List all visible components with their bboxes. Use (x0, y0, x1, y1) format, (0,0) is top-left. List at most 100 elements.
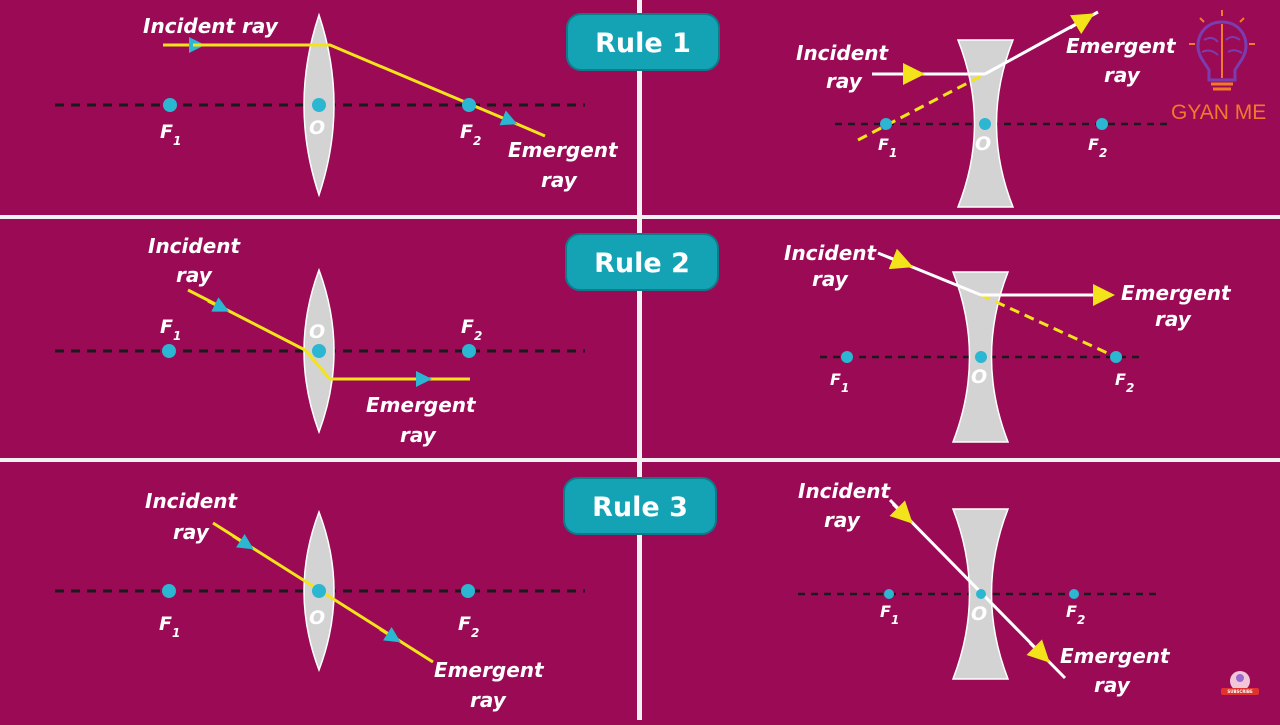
emergent-label: Emergent (1121, 281, 1232, 305)
focus-point-f2 (1110, 351, 1122, 363)
focus-point-f2 (462, 344, 476, 358)
focus-point-f2 (462, 98, 476, 112)
emergent-ray-arrow (1069, 13, 1095, 35)
focus-subscript: 1 (173, 134, 181, 148)
rule1-convex-diagram: Incident ray F 1 O F 2 Emergent ray (55, 12, 619, 198)
rule-3-badge: Rule 3 (563, 477, 717, 535)
focus-label-f: F (878, 135, 889, 154)
ray-label: ray (541, 168, 578, 192)
focus-label-f: F (1115, 370, 1126, 389)
optical-centre-label: O (975, 133, 991, 155)
emergent-ray-arrow (379, 626, 401, 643)
emergent-ray-arrow (1026, 639, 1050, 663)
focus-subscript: 1 (891, 613, 899, 627)
optical-centre-point (975, 351, 987, 363)
focus-point-f2 (1096, 118, 1108, 130)
focus-point-f1 (884, 589, 894, 599)
rule3-concave-diagram: Incident ray F 1 O F 2 Emergent ray (798, 479, 1171, 697)
avatar-bulb-icon (1236, 674, 1244, 682)
ray-label: ray (176, 263, 213, 287)
focus-label-f: F (458, 613, 471, 635)
focus-point-f1 (163, 98, 177, 112)
virtual-ray-extension (857, 72, 986, 142)
brand-name: GYAN ME (1171, 101, 1266, 124)
rule2-convex-diagram: Incident ray F 1 O F 2 Emergent ray (55, 234, 585, 447)
incident-ray-arrow (232, 533, 254, 550)
emergent-label: Emergent (366, 393, 477, 417)
rule3-convex-diagram: Incident ray F 1 O F 2 Emergent ray (55, 489, 585, 712)
column-divider (637, 0, 642, 720)
focus-subscript: 2 (474, 329, 482, 343)
optical-centre-point (312, 98, 326, 112)
subscribe-button[interactable]: SUBSCRIBE (1221, 671, 1259, 695)
optical-centre-label: O (971, 603, 987, 625)
ray-label: ray (470, 688, 507, 712)
focus-subscript: 2 (1099, 146, 1107, 160)
focus-label-f: F (1066, 602, 1077, 621)
ray-label: ray (1155, 307, 1192, 331)
incident-ray-arrow (889, 500, 913, 524)
ray-label: ray (173, 520, 210, 544)
incident-label: Incident (784, 241, 878, 265)
lightbulb-brain-icon (1189, 10, 1255, 91)
optical-centre-point (976, 589, 986, 599)
focus-point-f1 (880, 118, 892, 130)
incident-label: Incident (798, 479, 892, 503)
incident-label: Incident (796, 41, 890, 65)
ray-label: ray (400, 423, 437, 447)
optical-centre-label: O (971, 366, 987, 388)
rule-1-badge: Rule 1 (566, 13, 720, 71)
focus-label-f: F (160, 316, 173, 338)
ray-path (193, 43, 518, 126)
focus-subscript: 2 (1126, 381, 1134, 395)
focus-label-f: F (460, 121, 473, 143)
rule-2-label: Rule 2 (594, 248, 690, 279)
focus-subscript: 2 (1077, 613, 1085, 627)
optical-centre-point (312, 584, 326, 598)
focus-label-f: F (159, 613, 172, 635)
focus-label-f: F (160, 121, 173, 143)
incident-ray-arrow (207, 297, 230, 312)
incident-label: Incident (148, 234, 242, 258)
emergent-ray-segment (499, 110, 546, 138)
optical-centre-point (979, 118, 991, 130)
virtual-ray-extension (980, 293, 1117, 359)
focus-point-f1 (841, 351, 853, 363)
focus-label-f: F (461, 316, 474, 338)
focus-point-f1 (162, 584, 176, 598)
focus-label-f: F (1088, 135, 1099, 154)
subscribe-badge (1221, 688, 1259, 695)
focus-point-f2 (461, 584, 475, 598)
ray-label: ray (1104, 63, 1141, 87)
optical-centre-label: O (309, 117, 325, 139)
optical-centre-label: O (309, 321, 325, 343)
optical-centre-point (312, 344, 326, 358)
rule-2-badge: Rule 2 (565, 233, 719, 291)
focus-subscript: 1 (172, 626, 180, 640)
focus-subscript: 1 (889, 146, 897, 160)
ray-label: ray (1094, 673, 1131, 697)
focus-label-f: F (830, 370, 841, 389)
emergent-label: Emergent (1060, 644, 1171, 668)
emergent-label: Emergent (434, 658, 545, 682)
focus-subscript: 2 (471, 626, 479, 640)
focus-point-f2 (1069, 589, 1079, 599)
emergent-label: Emergent (508, 138, 619, 162)
optical-centre-label: O (309, 607, 325, 629)
rule-3-label: Rule 3 (592, 492, 688, 523)
focus-subscript: 1 (173, 329, 181, 343)
emergent-label: Emergent (1066, 34, 1177, 58)
rule-1-label: Rule 1 (595, 28, 691, 59)
focus-label-f: F (880, 602, 891, 621)
rule2-concave-diagram: Incident ray Emergent ray F 1 O F 2 (784, 241, 1232, 443)
ray-label: ray (826, 69, 863, 93)
focus-subscript: 2 (473, 134, 481, 148)
ray-path (187, 288, 470, 381)
gyan-me-logo: GYAN ME (1171, 10, 1266, 124)
ray-label: ray (824, 508, 861, 532)
incident-ray-label: Incident ray (143, 14, 279, 38)
rule1-concave-diagram: Incident ray Emergent ray F 1 O F 2 (796, 10, 1177, 208)
incident-ray-arrow (887, 248, 914, 270)
focus-point-f1 (162, 344, 176, 358)
